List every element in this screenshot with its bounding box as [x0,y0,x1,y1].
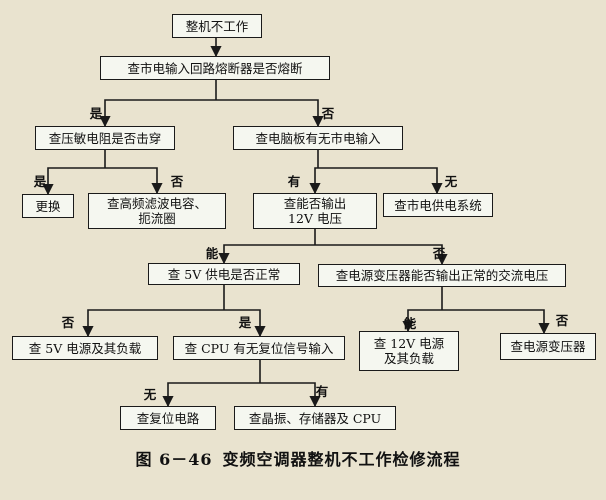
node-check-mains-fuse: 查市电输入回路熔断器是否熔断 [100,56,330,80]
figure-caption: 图 6－46 变频空调器整机不工作检修流程 [0,446,606,470]
node-check-5v-supply: 查 5V 供电是否正常 [148,263,300,285]
node-check-varistor: 查压敏电阻是否击穿 [35,126,175,150]
figure-title: 变频空调器整机不工作检修流程 [222,450,461,469]
node-check-reset-circuit: 查复位电路 [120,406,216,430]
figure-number: 图 6－46 [135,450,213,469]
edge-n10-n13 [402,309,442,333]
label-no-fuse: 否 [321,106,335,121]
edge-n10-n14 [442,309,550,335]
label-no-transformer: 否 [555,313,569,328]
edge-n3-n5 [42,167,105,196]
label-yes-fuse: 是 [89,106,103,121]
edge-n4-n8 [318,167,443,195]
label-none-mains: 无 [444,174,458,189]
edge-n7-n10 [315,244,448,266]
edge-n9-n11 [82,309,224,338]
node-check-cpu-reset: 查 CPU 有无复位信号输入 [173,336,345,360]
node-check-transformer-ac: 查电源变压器能否输出正常的交流电压 [318,264,566,287]
label-no-varistor: 否 [170,174,184,189]
node-check-filter-cap-choke: 查高频滤波电容、 扼流圈 [88,193,226,229]
node-check-crystal-memory-cpu: 查晶振、存储器及 CPU [234,406,396,430]
label-have-mains: 有 [287,174,301,189]
edge-n9-n12 [224,309,266,338]
edge-n2-n4 [216,99,324,128]
edge-n2-n3 [99,99,216,128]
node-whole-unit-not-working: 整机不工作 [172,14,262,38]
label-can-12v: 能 [205,246,219,261]
label-yes-5v: 是 [238,315,252,330]
edge-n3-n6 [105,167,163,195]
label-can-transformer: 能 [403,316,417,331]
edge-n7-n9 [218,244,315,265]
node-check-transformer: 查电源变压器 [500,333,596,360]
label-no-12v: 否 [432,246,446,261]
edge-n12-n16 [260,382,321,408]
label-have-reset: 有 [315,384,329,399]
edge-n12-n15 [162,382,260,408]
label-none-reset: 无 [143,387,157,402]
node-check-mains-supply: 查市电供电系统 [383,193,493,217]
node-check-12v-load: 查 12V 电源 及其负载 [359,331,459,371]
label-yes-varistor: 是 [33,174,47,189]
node-check-5v-load: 查 5V 电源及其负载 [12,336,158,360]
node-check-board-mains-input: 查电脑板有无市电输入 [233,126,403,150]
node-check-12v-output: 查能否输出 12V 电压 [253,193,377,229]
label-no-5v: 否 [61,315,75,330]
edge-n4-n7 [309,167,321,195]
node-replace: 更换 [22,194,74,218]
